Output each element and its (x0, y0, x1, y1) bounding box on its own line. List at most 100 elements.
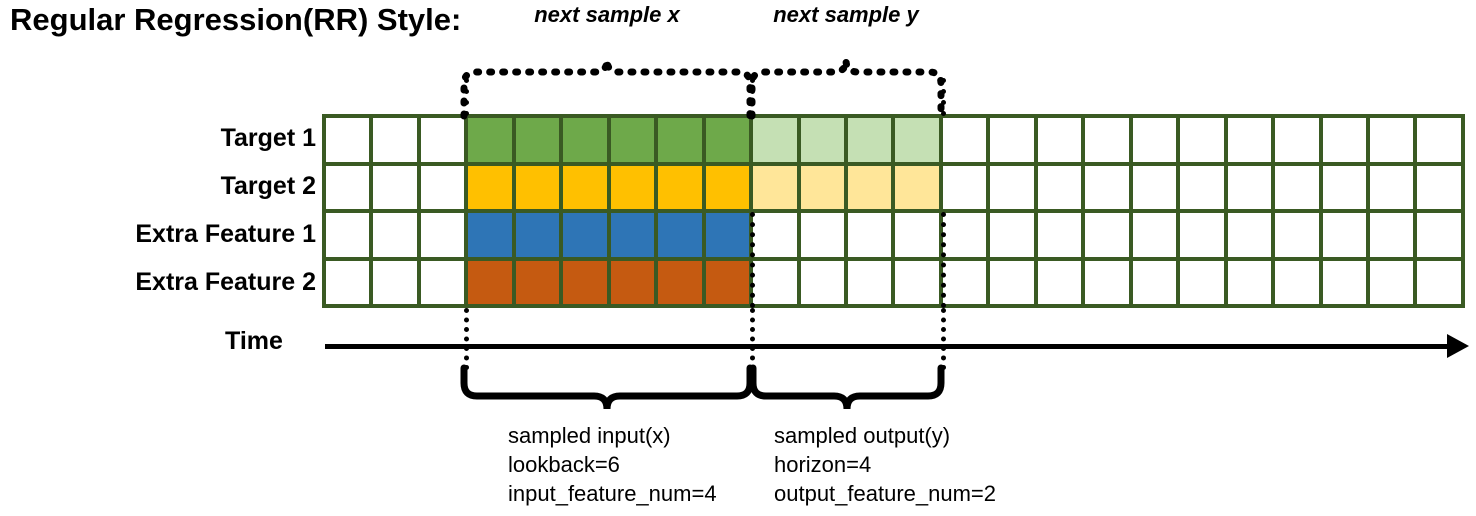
grid-cell-target-1-output-11 (847, 118, 892, 162)
caption-sampled-input: sampled input(x) lookback=6 input_featur… (508, 421, 717, 508)
row-label-target-2: Target 2 (220, 172, 316, 200)
grid-cell-extra-feature-2-blank-0 (326, 260, 370, 304)
grid-cell-extra-feature-1-blank-1 (373, 213, 417, 257)
grid-cell-target-1-output-12 (895, 118, 939, 162)
time-axis-arrow-icon (1447, 334, 1469, 358)
grid-cell-extra-feature-2-blank-18 (1180, 260, 1224, 304)
grid-cell-target-2-blank-19 (1227, 165, 1272, 209)
grid-cell-extra-feature-1-blank-9 (753, 213, 797, 257)
row-label-extra-feature-2: Extra Feature 2 (135, 268, 316, 296)
grid-cell-target-2-input-3 (468, 165, 512, 209)
grid-cell-extra-feature-2-input-8 (705, 260, 750, 304)
grid-cell-extra-feature-1-blank-12 (895, 213, 939, 257)
grid-cell-target-1-blank-14 (990, 118, 1034, 162)
grid-cell-target-2-output-10 (800, 165, 844, 209)
grid-cell-extra-feature-1-input-8 (705, 213, 750, 257)
grid-cell-target-2-input-5 (563, 165, 607, 209)
grid-cell-target-1-input-3 (468, 118, 512, 162)
grid-cell-extra-feature-2-blank-21 (1322, 260, 1366, 304)
grid-cell-target-2-blank-0 (326, 165, 370, 209)
caption-sampled-output: sampled output(y) horizon=4 output_featu… (774, 421, 996, 508)
grid-cell-target-1-blank-1 (373, 118, 417, 162)
grid-cell-target-2-input-4 (515, 165, 560, 209)
grid-cell-target-1-blank-0 (326, 118, 370, 162)
dotted-connector-output-end-mid (941, 212, 946, 308)
grid-row-target-1 (326, 118, 1461, 162)
dotted-connector-input-end-top (750, 78, 755, 116)
grid-row-extra-feature-2 (326, 260, 1461, 304)
grid-cell-target-2-blank-16 (1085, 165, 1129, 209)
grid-cell-extra-feature-2-blank-11 (847, 260, 892, 304)
grid-cell-extra-feature-2-input-5 (563, 260, 607, 304)
grid-cell-extra-feature-1-blank-17 (1132, 213, 1177, 257)
grid-cell-target-1-blank-18 (1180, 118, 1224, 162)
grid-row-target-2 (326, 165, 1461, 209)
grid-cell-extra-feature-2-input-4 (515, 260, 560, 304)
time-axis-label: Time (225, 327, 283, 355)
brace-sampled-input (460, 364, 754, 410)
caption-next-sample-y: next sample y (773, 2, 919, 27)
caption-sampled-input-line-3: input_feature_num=4 (508, 481, 717, 507)
grid-cell-extra-feature-2-blank-9 (753, 260, 797, 304)
grid-cell-target-2-blank-2 (420, 165, 465, 209)
grid-cell-target-2-blank-13 (942, 165, 987, 209)
grid-cell-target-1-blank-22 (1369, 118, 1414, 162)
grid-cell-extra-feature-1-input-5 (563, 213, 607, 257)
dotted-connector-input-start-bot (464, 308, 469, 370)
grid-row-extra-feature-1 (326, 213, 1461, 257)
grid-cell-target-2-blank-22 (1369, 165, 1414, 209)
grid-cell-target-1-input-7 (658, 118, 702, 162)
grid-cell-target-1-blank-13 (942, 118, 987, 162)
grid-cell-target-2-blank-17 (1132, 165, 1177, 209)
dotted-connector-output-end-bot (941, 308, 946, 370)
caption-sampled-output-line-2: horizon=4 (774, 452, 872, 478)
grid-cell-extra-feature-1-blank-16 (1085, 213, 1129, 257)
grid-cell-target-1-output-10 (800, 118, 844, 162)
brace-next-sample-y (748, 59, 945, 120)
grid-cell-extra-feature-2-blank-17 (1132, 260, 1177, 304)
brace-next-sample-x (460, 59, 754, 120)
grid-cell-target-2-output-12 (895, 165, 939, 209)
grid-cell-target-1-blank-20 (1275, 118, 1319, 162)
caption-sampled-output-line-1: sampled output(y) (774, 423, 951, 448)
grid-cell-extra-feature-2-blank-15 (1037, 260, 1082, 304)
grid-cell-target-1-blank-23 (1417, 118, 1461, 162)
grid-cell-target-2-input-7 (658, 165, 702, 209)
grid-cell-target-1-blank-19 (1227, 118, 1272, 162)
grid-cell-extra-feature-2-blank-2 (420, 260, 465, 304)
grid-cell-extra-feature-2-blank-19 (1227, 260, 1272, 304)
grid-cell-extra-feature-1-blank-15 (1037, 213, 1082, 257)
grid-cell-extra-feature-2-input-6 (610, 260, 655, 304)
grid-cell-extra-feature-2-blank-12 (895, 260, 939, 304)
grid-cell-extra-feature-1-blank-19 (1227, 213, 1272, 257)
grid-cell-target-1-blank-17 (1132, 118, 1177, 162)
grid-cell-extra-feature-1-blank-0 (326, 213, 370, 257)
grid-cell-extra-feature-2-input-7 (658, 260, 702, 304)
grid-cell-target-2-blank-18 (1180, 165, 1224, 209)
grid-cell-target-1-blank-21 (1322, 118, 1366, 162)
grid-cell-target-2-output-9 (753, 165, 797, 209)
dotted-connector-input-start-top (464, 78, 469, 116)
dotted-connector-input-end-mid (750, 212, 755, 308)
grid-cell-extra-feature-1-blank-13 (942, 213, 987, 257)
page-title: Regular Regression(RR) Style: (10, 2, 462, 37)
grid-cell-extra-feature-1-blank-21 (1322, 213, 1366, 257)
grid-cell-target-1-blank-2 (420, 118, 465, 162)
grid-cell-target-2-blank-23 (1417, 165, 1461, 209)
timeline-grid (322, 114, 1465, 308)
grid-cell-extra-feature-1-blank-2 (420, 213, 465, 257)
grid-cell-target-2-input-8 (705, 165, 750, 209)
caption-sampled-input-line-2: lookback=6 (508, 452, 620, 478)
caption-sampled-output-line-3: output_feature_num=2 (774, 481, 997, 507)
grid-cell-extra-feature-1-blank-11 (847, 213, 892, 257)
grid-cell-extra-feature-1-blank-22 (1369, 213, 1414, 257)
grid-cell-extra-feature-1-input-6 (610, 213, 655, 257)
grid-cell-extra-feature-1-blank-14 (990, 213, 1034, 257)
caption-sampled-input-line-1: sampled input(x) (508, 423, 671, 448)
row-label-extra-feature-1: Extra Feature 1 (135, 220, 316, 248)
grid-cell-target-2-blank-1 (373, 165, 417, 209)
grid-cell-target-1-output-9 (753, 118, 797, 162)
grid-cell-extra-feature-2-blank-13 (942, 260, 987, 304)
grid-cell-extra-feature-2-blank-1 (373, 260, 417, 304)
grid-cell-target-2-blank-15 (1037, 165, 1082, 209)
